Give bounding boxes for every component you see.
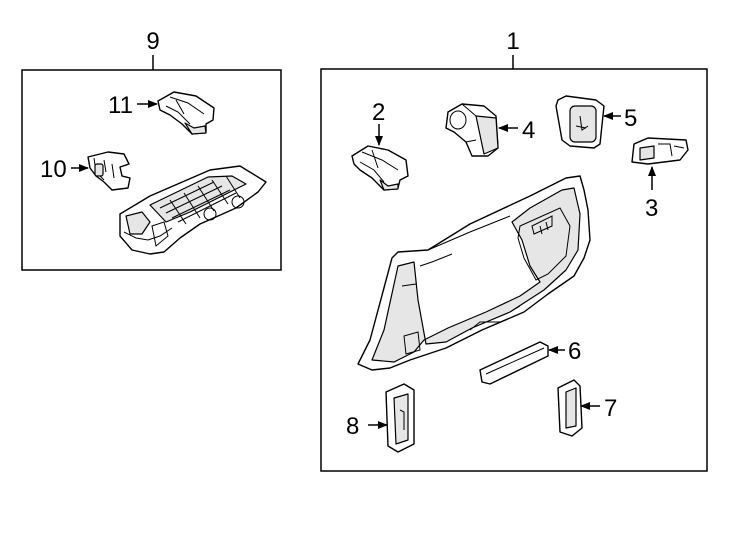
callout-3: 3 xyxy=(645,195,658,222)
cover-part-8 xyxy=(385,383,415,453)
trim-strip-part-6 xyxy=(479,341,549,385)
callout-10: 10 xyxy=(40,156,67,183)
callout-7: 7 xyxy=(604,395,617,422)
quarter-trim-panel xyxy=(357,175,591,371)
group-1-frame xyxy=(320,68,708,472)
clip-part-11 xyxy=(157,91,215,135)
switch-part-5 xyxy=(555,95,605,149)
group-9: 9 11 10 xyxy=(21,28,282,271)
retainer-part-10 xyxy=(87,151,131,191)
callout-4: 4 xyxy=(522,117,535,144)
callout-9: 9 xyxy=(146,28,159,55)
power-socket-part-4 xyxy=(445,103,499,157)
cover-part-7 xyxy=(557,379,583,437)
trim-panel-with-vent xyxy=(119,165,267,255)
callout-6: 6 xyxy=(568,338,581,365)
callout-8: 8 xyxy=(346,413,359,440)
group-9-frame xyxy=(21,69,282,271)
callout-5: 5 xyxy=(624,105,637,132)
clip-part-2 xyxy=(351,145,409,191)
group-1: 1 2 4 5 3 xyxy=(320,28,708,472)
callout-2: 2 xyxy=(372,99,385,126)
callout-11: 11 xyxy=(108,92,133,119)
bracket-part-3 xyxy=(631,137,689,165)
callout-1: 1 xyxy=(506,28,519,55)
